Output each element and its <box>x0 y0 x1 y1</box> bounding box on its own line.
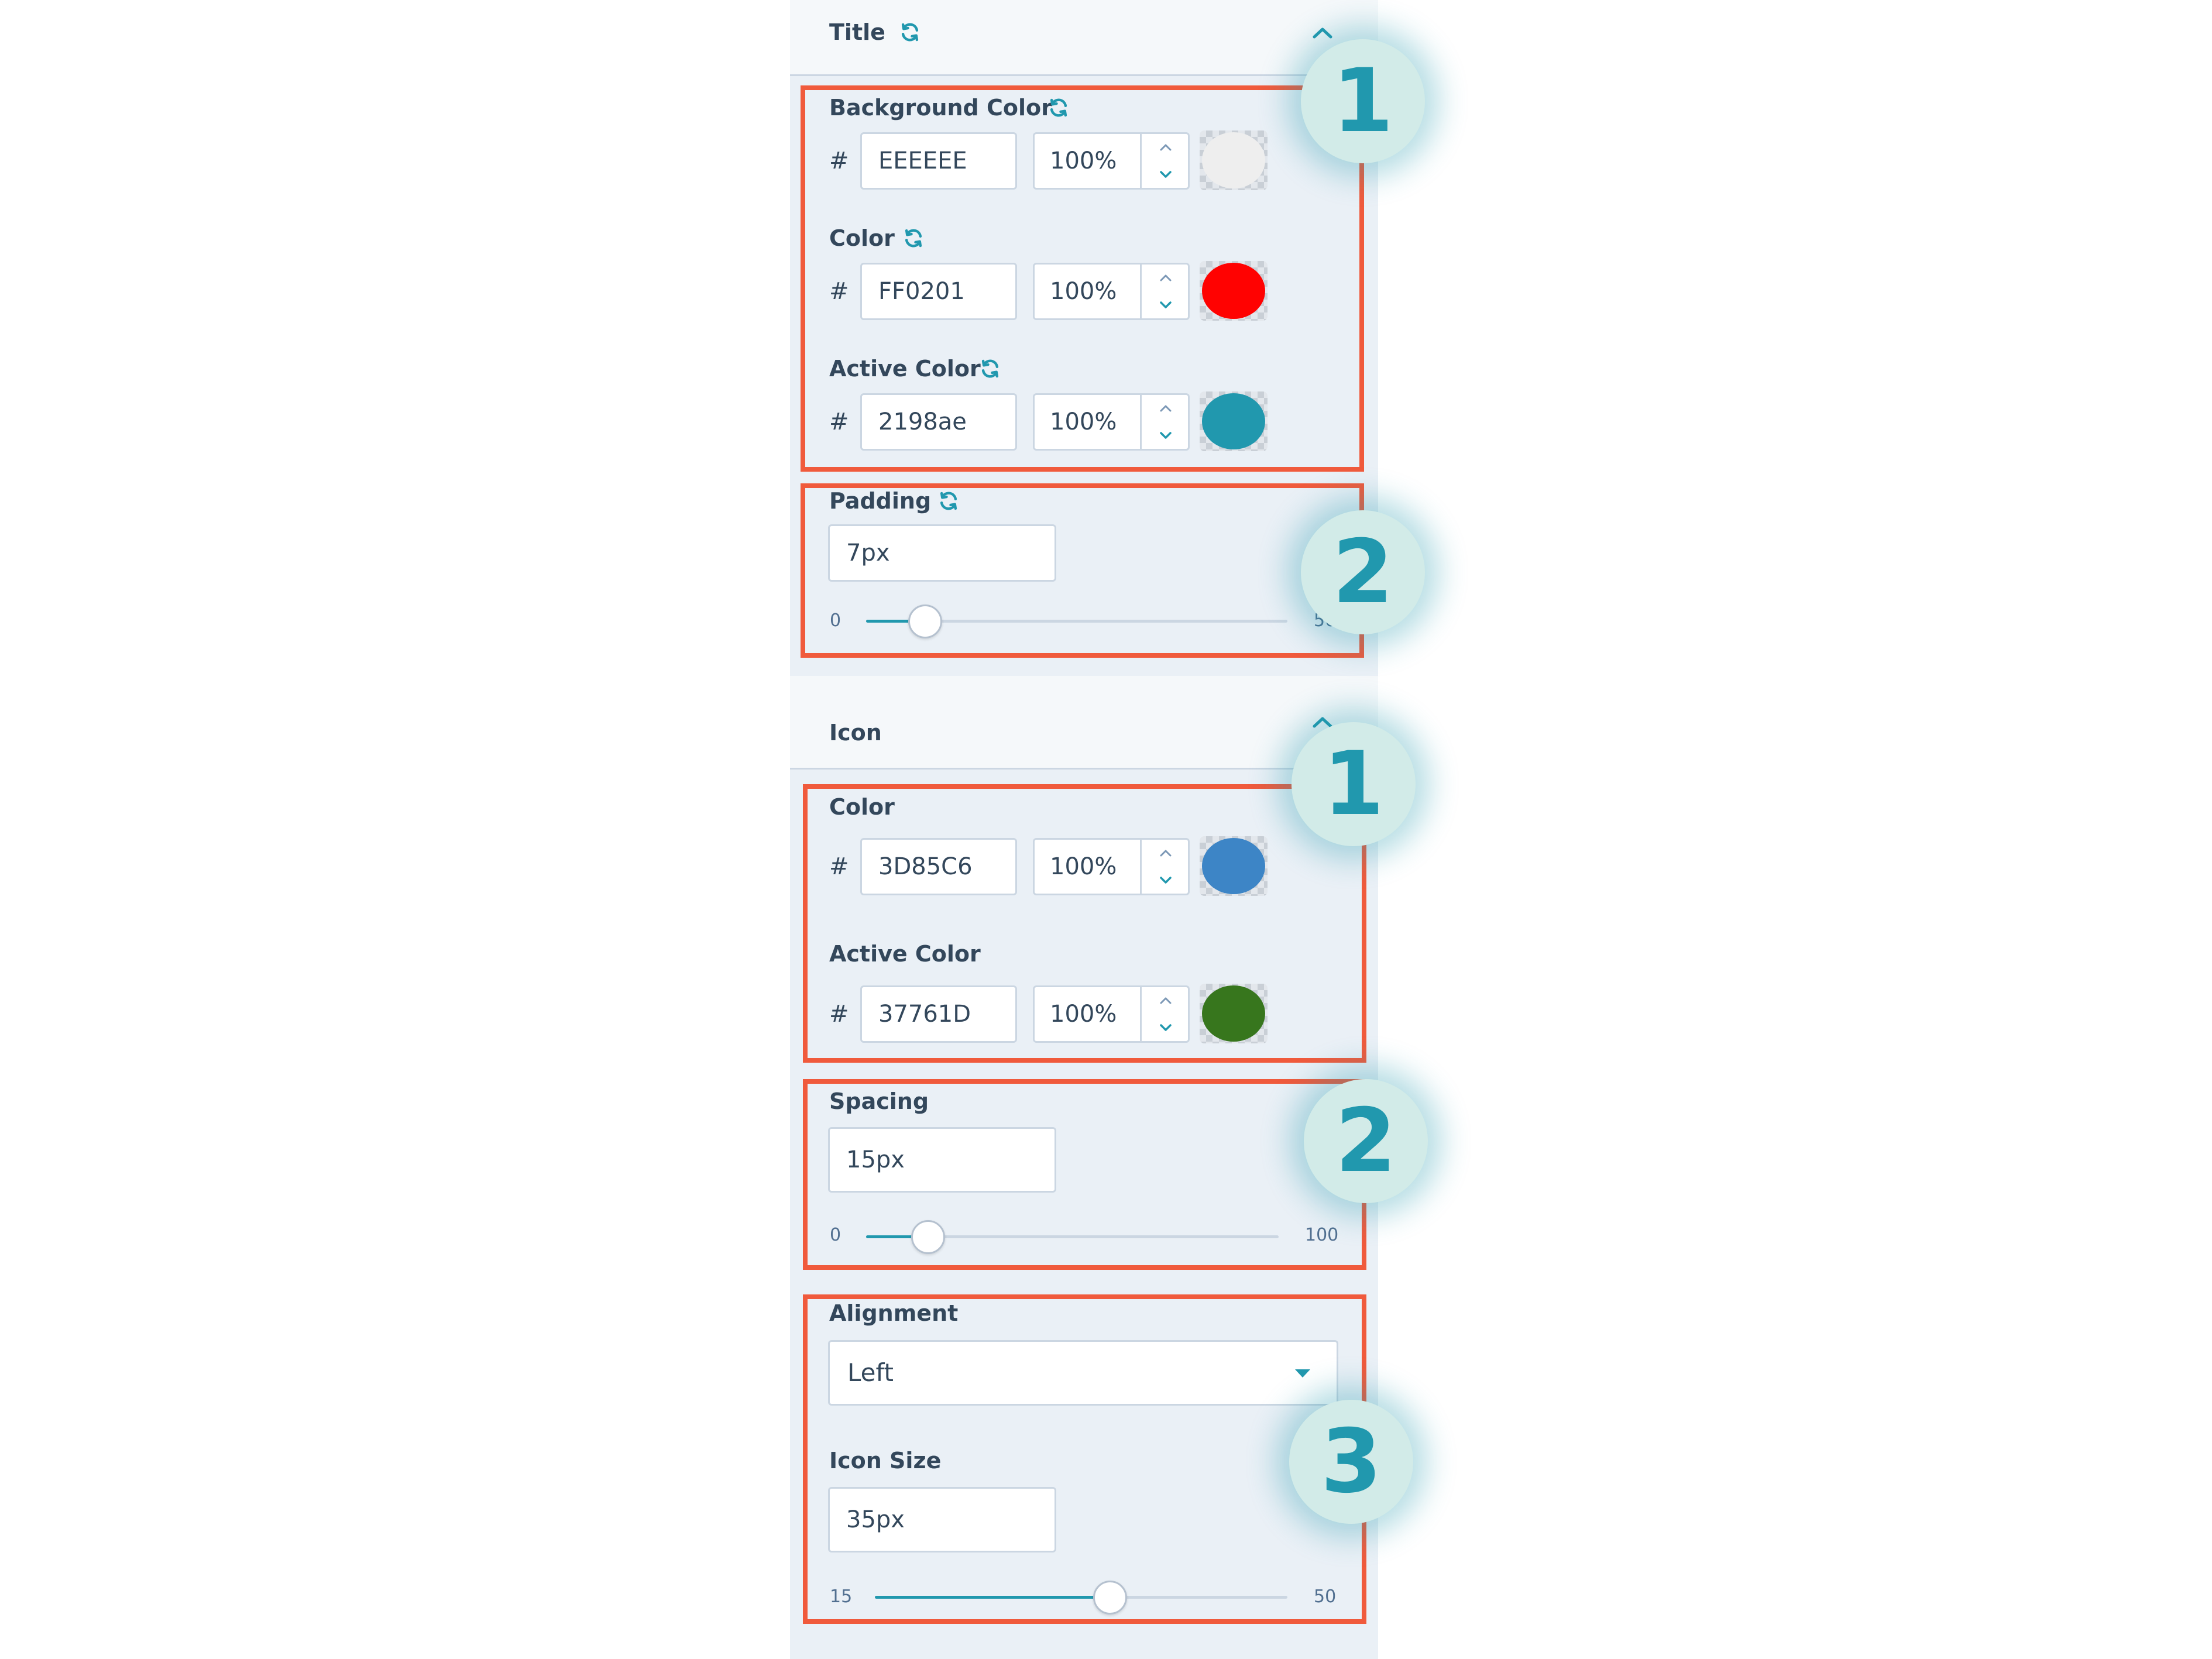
spacing-slider-fill <box>866 1235 928 1238</box>
background-color-label: Background Color <box>829 95 1052 121</box>
alignment-selected-value: Left <box>847 1358 894 1387</box>
color-hex-input[interactable] <box>860 263 1017 320</box>
padding-min-label: 0 <box>830 610 841 631</box>
background-color-hex-input[interactable] <box>860 132 1017 190</box>
icon-size-slider-fill <box>875 1596 1110 1599</box>
color-opacity-stepper[interactable] <box>1033 263 1190 320</box>
color-label: Color <box>829 225 895 251</box>
callout-badge-1: 1 <box>1301 39 1425 163</box>
callout-badge-2: 2 <box>1301 510 1425 634</box>
icon-active-color-swatch[interactable] <box>1200 984 1268 1043</box>
icon-size-min-label: 15 <box>830 1586 853 1607</box>
icon-active-color-opacity-stepper[interactable] <box>1033 985 1190 1043</box>
title-section-header[interactable]: Title <box>790 0 1378 76</box>
icon-size-max-label: 50 <box>1314 1586 1337 1607</box>
color-swatch[interactable] <box>1200 261 1268 321</box>
hash-symbol: # <box>829 147 849 174</box>
opacity-spinner <box>1140 134 1190 188</box>
callout-badge-1: 1 <box>1292 722 1416 846</box>
padding-input[interactable] <box>828 524 1056 582</box>
hash-symbol: # <box>829 408 849 435</box>
highlight-box-icon-alignment-size <box>803 1294 1366 1624</box>
callout-badge-2: 2 <box>1304 1079 1428 1203</box>
icon-color-opacity-input[interactable] <box>1035 840 1155 894</box>
icon-size-input[interactable] <box>828 1487 1056 1552</box>
icon-color-hex-input[interactable] <box>860 838 1017 895</box>
highlight-box-icon-spacing <box>803 1079 1366 1270</box>
spacing-slider-track[interactable] <box>866 1235 1279 1238</box>
icon-color-swatch[interactable] <box>1200 836 1268 896</box>
icon-color-opacity-stepper[interactable] <box>1033 838 1190 895</box>
spacing-min-label: 0 <box>830 1225 841 1245</box>
padding-slider-thumb[interactable] <box>908 604 942 638</box>
color-circle <box>1202 263 1265 319</box>
background-color-opacity-stepper[interactable] <box>1033 132 1190 190</box>
title-section-label: Title <box>829 19 885 45</box>
color-circle <box>1202 838 1265 894</box>
icon-color-label: Color <box>829 794 895 820</box>
opacity-spinner <box>1140 840 1190 894</box>
padding-label: Padding <box>829 488 932 514</box>
spacing-max-label: 100 <box>1305 1225 1339 1245</box>
icon-size-label: Icon Size <box>829 1448 942 1473</box>
callout-badge-3: 3 <box>1289 1400 1413 1524</box>
opacity-spinner <box>1140 395 1190 449</box>
highlight-box-title-colors <box>801 85 1364 472</box>
padding-slider-track[interactable] <box>866 620 1287 623</box>
highlight-box-title-padding <box>801 483 1364 658</box>
hash-symbol: # <box>829 853 849 880</box>
chevron-up-icon[interactable] <box>1311 26 1334 40</box>
hash-symbol: # <box>829 278 849 305</box>
alignment-label: Alignment <box>829 1300 959 1326</box>
color-circle <box>1202 132 1265 188</box>
alignment-select[interactable]: Left <box>828 1340 1338 1406</box>
active-color-label: Active Color <box>829 356 981 382</box>
padding-slider-fill <box>866 620 925 623</box>
active-color-hex-input[interactable] <box>860 393 1017 451</box>
opacity-spinner <box>1140 265 1190 318</box>
active-color-swatch[interactable] <box>1200 391 1268 451</box>
active-color-opacity-input[interactable] <box>1035 395 1155 449</box>
opacity-spinner <box>1140 987 1190 1041</box>
icon-section-label: Icon <box>829 720 882 746</box>
color-circle <box>1202 393 1265 449</box>
spacing-label: Spacing <box>829 1088 929 1114</box>
caret-down-icon <box>1295 1369 1310 1378</box>
color-opacity-input[interactable] <box>1035 265 1155 318</box>
background-color-opacity-input[interactable] <box>1035 134 1155 188</box>
spacing-input[interactable] <box>828 1127 1056 1193</box>
background-color-swatch[interactable] <box>1200 130 1268 190</box>
icon-active-color-hex-input[interactable] <box>860 985 1017 1043</box>
spacing-slider-thumb[interactable] <box>911 1220 945 1254</box>
icon-active-color-opacity-input[interactable] <box>1035 987 1155 1041</box>
refresh-icon[interactable] <box>899 21 921 43</box>
active-color-opacity-stepper[interactable] <box>1033 393 1190 451</box>
icon-active-color-label: Active Color <box>829 941 981 967</box>
highlight-box-icon-colors <box>803 784 1366 1063</box>
color-circle <box>1202 985 1265 1042</box>
icon-size-slider-thumb[interactable] <box>1093 1581 1127 1615</box>
icon-section-header[interactable]: Icon <box>790 676 1378 770</box>
hash-symbol: # <box>829 1001 849 1028</box>
